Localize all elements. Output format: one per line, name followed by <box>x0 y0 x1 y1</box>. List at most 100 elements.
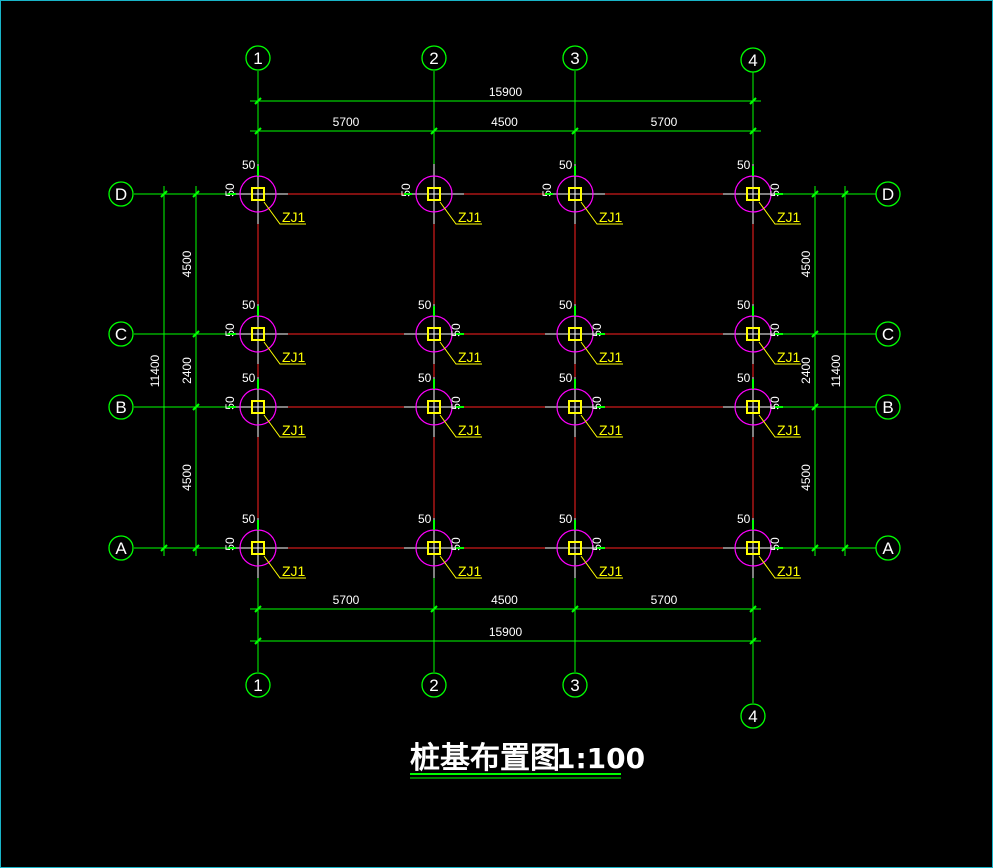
pile-leader <box>580 201 623 225</box>
axis-bubble-bottom-1: 1 <box>245 672 271 698</box>
offset-label-v: 50 <box>418 371 432 385</box>
dim-right-total-text: 11400 <box>829 354 843 387</box>
pile-leader <box>263 201 306 225</box>
pile-label: ZJ1 <box>282 422 306 438</box>
pile-leader <box>758 414 801 438</box>
axis-bubble-circle <box>108 394 134 420</box>
pile-cap-square <box>568 327 582 341</box>
pile-leader <box>580 414 623 438</box>
dim-right-total-tick <box>841 544 849 552</box>
axis-bubble-label: 1 <box>253 49 262 68</box>
axis-bubble-circle <box>875 394 901 420</box>
axis-bubble-label: 4 <box>748 51 757 70</box>
offset-label-v: 50 <box>559 298 573 312</box>
pile-cap-square <box>427 400 441 414</box>
pile-cap-square <box>251 541 265 555</box>
drawing-title: 桩基布置图 <box>410 741 560 776</box>
offset-label-v: 50 <box>418 298 432 312</box>
axis-bubble-label: 2 <box>429 676 438 695</box>
pile-cap-square <box>568 400 582 414</box>
dim-bottom-spans-text: 5700 <box>333 593 360 607</box>
dim-right-spans-tick <box>811 403 819 411</box>
pile-leader <box>758 201 801 225</box>
pile-cap-square <box>427 187 441 201</box>
axis-bubble-label: C <box>882 325 894 344</box>
pile-cap-square <box>568 187 582 201</box>
pile-cap-square <box>568 541 582 555</box>
axis-bubble-circle <box>562 672 588 698</box>
pile-leader <box>580 555 623 579</box>
axis-bubble-circle <box>875 321 901 347</box>
pile-cap-square <box>251 187 265 201</box>
pile-cap-square <box>746 400 760 414</box>
axis-bubble-top-1: 1 <box>245 45 271 71</box>
dim-top-spans-tick <box>571 127 579 135</box>
dim-bottom-spans-tick <box>430 605 438 613</box>
pile-label: ZJ1 <box>777 209 801 225</box>
dim-right-spans-tick <box>811 544 819 552</box>
axis-bubble-left-B: B <box>108 394 134 420</box>
dim-left-total-text: 11400 <box>148 354 162 387</box>
pile-cap-square <box>746 541 760 555</box>
axis-bubble-label: A <box>882 539 894 558</box>
axis-bubble-circle <box>108 535 134 561</box>
pile-cap-square <box>746 327 760 341</box>
pile-cap-square <box>746 187 760 201</box>
pile-leader <box>439 555 482 579</box>
dim-top-total-text: 15900 <box>489 85 523 99</box>
pile-leader <box>758 555 801 579</box>
pile-label: ZJ1 <box>282 209 306 225</box>
axis-bubble-right-B: B <box>875 394 901 420</box>
pile-leader <box>439 414 482 438</box>
axis-bubble-top-2: 2 <box>421 45 447 71</box>
dim-top-spans-tick <box>430 127 438 135</box>
axis-bubble-label: 2 <box>429 49 438 68</box>
dim-left-total-tick <box>160 544 168 552</box>
pile-label: ZJ1 <box>777 422 801 438</box>
axis-bubble-label: 3 <box>570 676 579 695</box>
axis-bubble-circle <box>245 45 271 71</box>
pile-label: ZJ1 <box>282 349 306 365</box>
axis-bubble-label: C <box>115 325 127 344</box>
axis-bubble-bottom-3: 3 <box>562 672 588 698</box>
axis-bubble-circle <box>562 45 588 71</box>
dim-top-spans-text: 4500 <box>491 115 518 129</box>
offset-label-v: 50 <box>242 158 256 172</box>
offset-label-v: 50 <box>737 512 751 526</box>
axis-bubble-top-3: 3 <box>562 45 588 71</box>
pile-label: ZJ1 <box>777 349 801 365</box>
pile-label: ZJ1 <box>599 209 623 225</box>
offset-label-v: 50 <box>242 512 256 526</box>
axis-bubble-circle <box>875 181 901 207</box>
offset-label-v: 50 <box>418 512 432 526</box>
axis-bubble-label: D <box>882 185 894 204</box>
axis-bubble-right-D: D <box>875 181 901 207</box>
axis-bubble-bottom-2: 2 <box>421 672 447 698</box>
pile-leader <box>263 414 306 438</box>
dim-bottom-spans-text: 5700 <box>651 593 678 607</box>
axis-bubble-circle <box>108 181 134 207</box>
offset-label-v: 50 <box>559 371 573 385</box>
axis-bubble-left-A: A <box>108 535 134 561</box>
dim-right-spans-tick <box>811 330 819 338</box>
dim-left-total-tick <box>160 190 168 198</box>
offset-label-v: 50 <box>559 512 573 526</box>
offset-label-v: 50 <box>737 298 751 312</box>
axis-bubble-right-A: A <box>875 535 901 561</box>
axis-bubble-left-C: C <box>108 321 134 347</box>
dim-bottom-spans-tick <box>749 605 757 613</box>
dim-left-spans-text: 2400 <box>180 357 194 384</box>
pile-leader <box>439 341 482 365</box>
axis-bubble-circle <box>875 535 901 561</box>
axis-bubble-circle <box>245 672 271 698</box>
dim-bottom-spans-text: 4500 <box>491 593 518 607</box>
